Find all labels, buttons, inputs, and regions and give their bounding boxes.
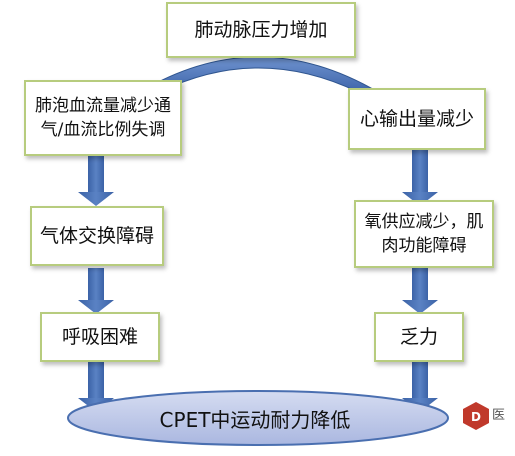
watermark-char: 医 [492,408,506,423]
node-gas-exchange: 气体交换障碍 [30,206,164,266]
node-oxygen-supply: 氧供应减少，肌肉功能障碍 [354,200,494,268]
node-alveolar-flow: 肺泡血流量减少通气/血流比例失调 [24,80,182,156]
node-exercise-tolerance: CPET中运动耐力降低 [70,395,440,441]
node-fatigue-label: 乏力 [399,326,438,348]
arrow-right-1 [402,150,438,206]
node-fatigue: 乏力 [374,312,464,362]
node-oxygen-supply-label: 氧供应减少，肌肉功能障碍 [364,212,484,256]
svg-text:D: D [471,410,481,424]
node-alveolar-flow-label: 肺泡血流量减少通气/血流比例失调 [35,96,171,140]
node-cardiac-output: 心输出量减少 [348,88,486,150]
watermark-text: 医 [492,404,505,423]
node-cardiac-output-label: 心输出量减少 [359,108,474,130]
node-dyspnea-label: 呼吸困难 [61,326,138,348]
node-gas-exchange-label: 气体交换障碍 [39,225,154,247]
node-exercise-tolerance-label: CPET中运动耐力降低 [159,407,351,432]
arrow-left-1 [78,150,114,206]
arrow-right-2 [402,268,438,314]
outcome-ellipse [67,390,449,446]
node-pulmonary-pressure-label: 肺动脉压力增加 [194,19,328,41]
arrow-left-2 [78,268,114,314]
watermark-logo-icon: D [463,402,489,430]
node-pulmonary-pressure: 肺动脉压力增加 [166,2,356,58]
node-dyspnea: 呼吸困难 [40,312,160,362]
